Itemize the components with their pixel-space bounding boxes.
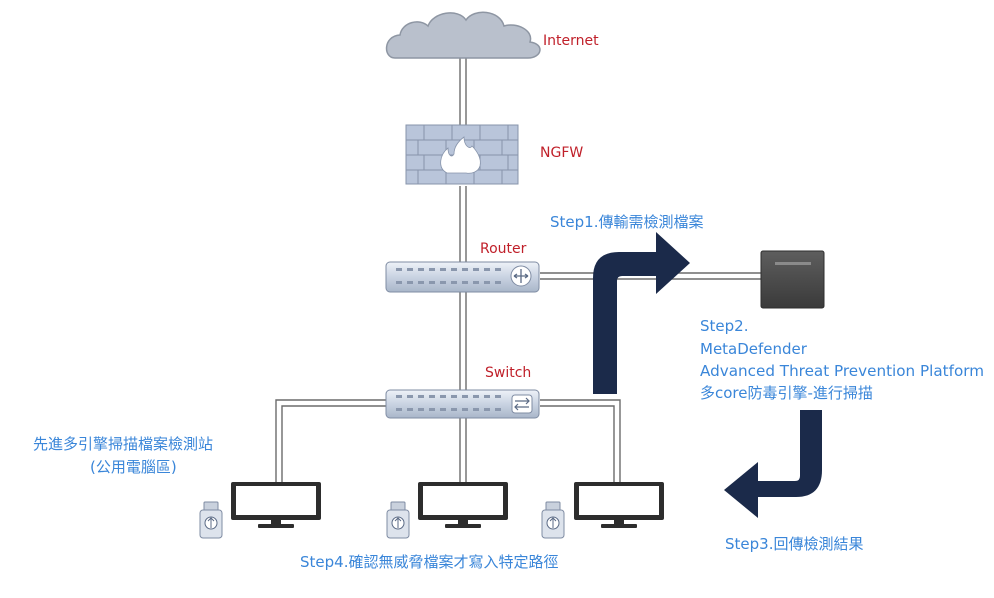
switch-label: Switch: [485, 365, 531, 381]
step2-platform-label: Advanced Threat Prevention Platform: [700, 362, 984, 380]
usb-drive-icon: [386, 501, 410, 539]
internet-label: Internet: [543, 33, 599, 49]
ngfw-label: NGFW: [540, 145, 583, 161]
step4-label: Step4.確認無威脅檔案才寫入特定路徑: [300, 553, 558, 571]
step1-label: Step1.傳輸需檢測檔案: [550, 213, 703, 231]
station-subtitle: (公用電腦區): [90, 458, 177, 476]
cloud-icon: [385, 11, 541, 59]
monitor-icon: [231, 482, 321, 528]
monitor-icon: [574, 482, 664, 528]
monitor-icon: [418, 482, 508, 528]
usb-drive-icon: [199, 501, 223, 539]
step1-arrow-icon: [593, 232, 690, 394]
usb-drive-icon: [541, 501, 565, 539]
step2-product-label: MetaDefender: [700, 340, 808, 358]
switch-icon: [385, 389, 540, 419]
step2-engine-label: 多core防毒引擎-進行掃描: [700, 384, 873, 402]
station-title: 先進多引擎掃描檔案檢測站: [33, 435, 213, 453]
router-label: Router: [480, 241, 527, 257]
cables: [275, 58, 761, 482]
firewall-icon: [405, 124, 519, 185]
server-icon: [760, 250, 825, 309]
step2-label: Step2.: [700, 317, 748, 335]
router-icon: [385, 261, 540, 293]
step3-arrow-icon: [724, 410, 822, 518]
flame-icon: [440, 136, 481, 174]
step3-label: Step3.回傳檢測結果: [725, 535, 863, 553]
